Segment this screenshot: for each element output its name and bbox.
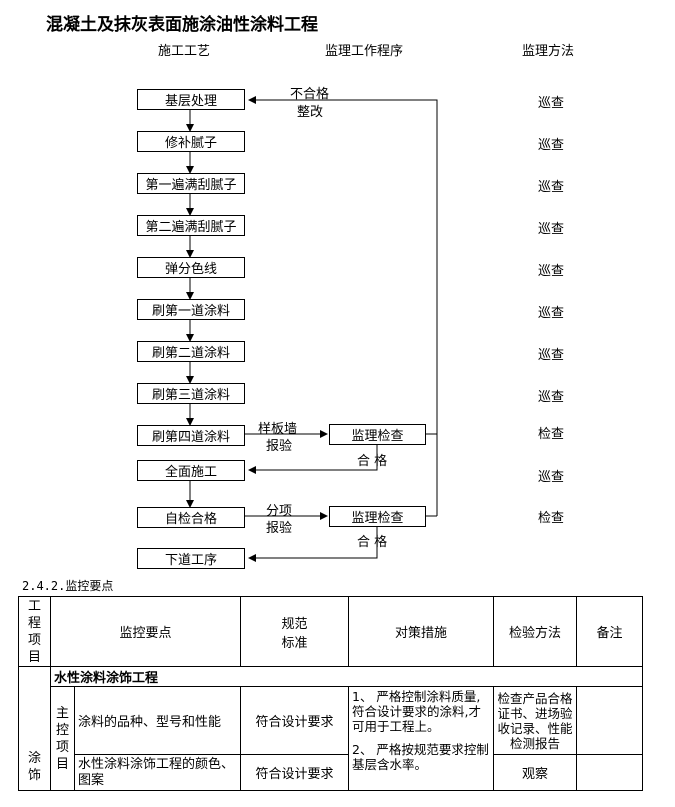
th-standard: 规范标准 [240, 596, 349, 667]
control-points-table: 工程项目 监控要点 规范标准 对策措施 检验方法 备注 涂饰 水性涂料涂饰工程 … [18, 596, 643, 791]
td-measures: 1、 严格控制涂料质量,符合设计要求的涂料,才可用于工程上。 2、 严格按规范要… [348, 686, 494, 791]
table-subtitle-row: 涂饰 水性涂料涂饰工程 [18, 666, 643, 791]
table-row: 主控项目 涂料的品种、型号和性能 符合设计要求 1、 严格控制涂料质量,符合设计… [19, 686, 643, 791]
inspection-box-2: 监理检查 [329, 506, 426, 527]
method-1: 巡查 [537, 96, 564, 111]
table-header-row: 工程项目 监控要点 规范标准 对策措施 检验方法 备注 [18, 596, 643, 667]
header-process: 施工工艺 [158, 44, 211, 59]
step-box-8: 刷第三道涂料 [137, 383, 245, 404]
method-7: 巡查 [537, 348, 564, 363]
th-measures: 对策措施 [348, 596, 494, 667]
table-row: 水性涂料涂饰工程的颜色、图案 符合设计要求 观察 [19, 754, 643, 791]
td-point-1: 涂料的品种、型号和性能 [74, 686, 241, 755]
step-box-7: 刷第二道涂料 [137, 341, 245, 362]
step-box-10: 全面施工 [137, 460, 245, 481]
td-standard-2: 符合设计要求 [240, 754, 349, 791]
method-6: 巡查 [537, 306, 564, 321]
td-check-2: 观察 [493, 754, 577, 791]
label-submit-1: 报验 [266, 439, 293, 454]
step-box-4: 第二遍满刮腻子 [137, 215, 245, 236]
th-standard-text: 规范标准 [281, 616, 308, 651]
method-9: 检查 [537, 427, 564, 442]
td-category: 涂饰 [18, 666, 51, 791]
td-check-1: 检查产品合格证书、进场验收记录、性能检测报告 [493, 686, 577, 755]
step-box-11: 自检合格 [137, 507, 245, 528]
td-note-2 [576, 754, 643, 791]
step-box-6: 刷第一道涂料 [137, 299, 245, 320]
step-box-5: 弹分色线 [137, 257, 245, 278]
method-4: 巡查 [537, 222, 564, 237]
method-8: 巡查 [537, 390, 564, 405]
label-fail: 不合格 [290, 87, 330, 102]
header-procedure: 监理工作程序 [325, 44, 404, 59]
label-rectify: 整改 [297, 105, 324, 120]
method-2: 巡查 [537, 138, 564, 153]
th-project-text: 工程项目 [27, 598, 41, 665]
td-point-2: 水性涂料涂饰工程的颜色、图案 [74, 754, 241, 791]
inspection-box-1: 监理检查 [329, 424, 426, 445]
step-box-2: 修补腻子 [137, 131, 245, 152]
th-check: 检验方法 [493, 596, 577, 667]
th-points: 监控要点 [50, 596, 241, 667]
method-5: 巡查 [537, 264, 564, 279]
measure-2: 2、 严格按规范要求控制基层含水率。 [352, 742, 489, 772]
label-subitem: 分项 [266, 504, 293, 519]
label-submit-2: 报验 [266, 521, 293, 536]
method-3: 巡查 [537, 180, 564, 195]
step-box-3: 第一遍满刮腻子 [137, 173, 245, 194]
td-standard-1: 符合设计要求 [240, 686, 349, 755]
td-main-items: 主控项目 [50, 686, 75, 791]
method-10: 巡查 [537, 470, 564, 485]
page-title: 混凝土及抹灰表面施涂油性涂料工程 [46, 15, 318, 35]
step-box-1: 基层处理 [137, 89, 245, 110]
td-main-items-text: 主控项目 [55, 705, 69, 772]
step-box-12: 下道工序 [137, 548, 245, 569]
label-sample-wall: 样板墙 [258, 422, 298, 437]
measure-1: 1、 严格控制涂料质量,符合设计要求的涂料,才可用于工程上。 [352, 689, 481, 734]
td-category-text: 涂饰 [27, 751, 41, 783]
method-11: 检查 [537, 511, 564, 526]
label-pass-1: 合 格 [357, 454, 388, 469]
header-method: 监理方法 [522, 44, 575, 59]
td-note-1 [576, 686, 643, 755]
section-title: 2.4.2.监控要点 [22, 579, 114, 593]
th-project: 工程项目 [18, 596, 51, 667]
th-note: 备注 [576, 596, 643, 667]
label-pass-2: 合 格 [357, 535, 388, 550]
td-subtitle: 水性涂料涂饰工程 [50, 666, 643, 687]
step-box-9: 刷第四道涂料 [137, 425, 245, 446]
flow-connectors [186, 96, 438, 562]
